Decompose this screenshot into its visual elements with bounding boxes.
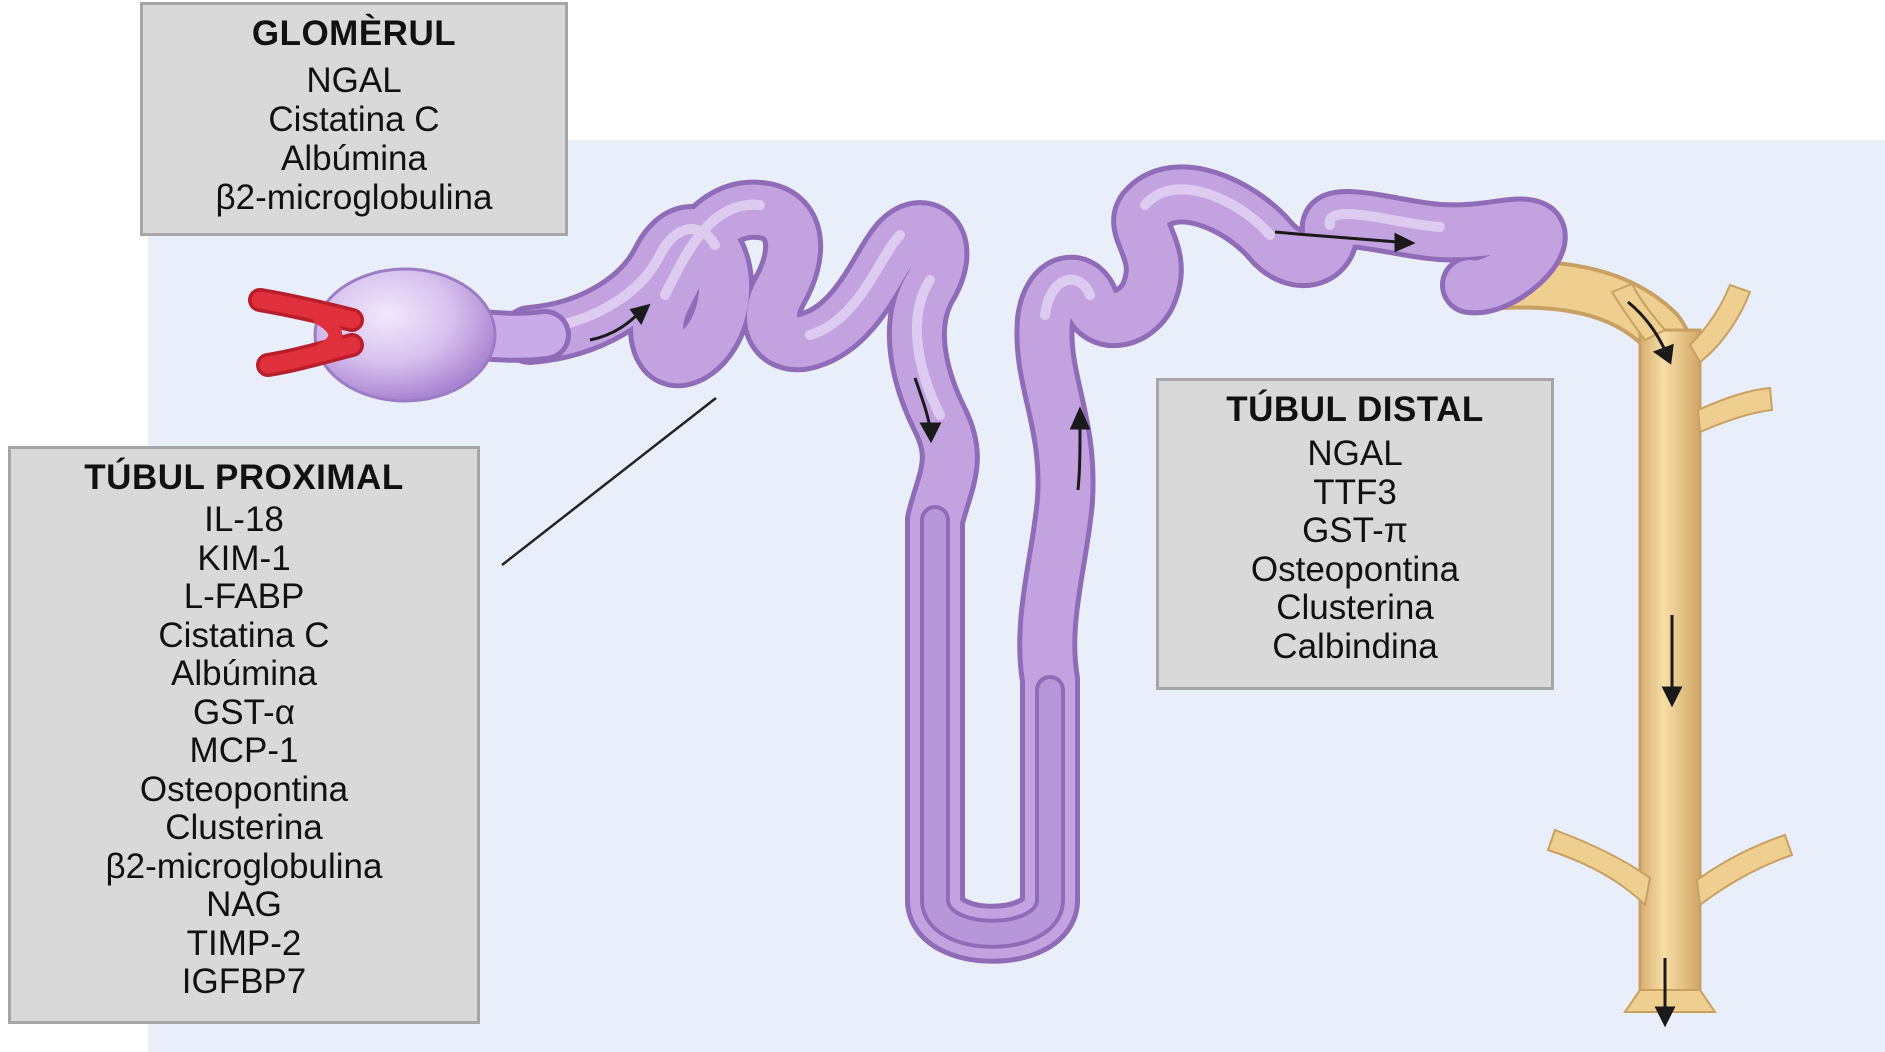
biomarker-item: β2-microglobulina — [143, 178, 565, 217]
biomarker-item: Osteopontina — [11, 771, 477, 810]
distal-biomarker-list: NGAL TTF3 GST-π Osteopontina Clusterina … — [1159, 435, 1551, 666]
biomarker-item: TIMP-2 — [11, 925, 477, 964]
biomarker-item: Clusterina — [11, 809, 477, 848]
biomarker-item: Cistatina C — [143, 100, 565, 139]
biomarker-item: NAG — [11, 886, 477, 925]
biomarker-item: IGFBP7 — [11, 963, 477, 1002]
biomarker-item: GST-π — [1159, 512, 1551, 551]
biomarker-item: Cistatina C — [11, 617, 477, 656]
duct-branch-bottom-left — [1548, 830, 1650, 905]
biomarker-item: TTF3 — [1159, 474, 1551, 513]
duct-branch-top-right — [1690, 285, 1750, 362]
proximal-tubule-label-box: TÚBUL PROXIMAL IL-18 KIM-1 L-FABP Cistat… — [8, 446, 480, 1024]
collecting-duct-main — [1640, 330, 1700, 1010]
biomarker-item: Calbindina — [1159, 628, 1551, 667]
biomarker-item: MCP-1 — [11, 732, 477, 771]
proximal-tubule-title: TÚBUL PROXIMAL — [11, 457, 477, 499]
glomerulus-biomarker-list: NGAL Cistatina C Albúmina β2-microglobul… — [143, 61, 565, 217]
biomarker-item: IL-18 — [11, 501, 477, 540]
biomarker-item: NGAL — [143, 61, 565, 100]
biomarker-item: β2-microglobulina — [11, 848, 477, 887]
glomerulus-title: GLOMÈRUL — [143, 13, 565, 55]
glomerulus-label-box: GLOMÈRUL NGAL Cistatina C Albúmina β2-mi… — [140, 2, 568, 236]
biomarker-item: L-FABP — [11, 578, 477, 617]
proximal-biomarker-list: IL-18 KIM-1 L-FABP Cistatina C Albúmina … — [11, 501, 477, 1002]
duct-branch-bottom-right — [1697, 835, 1792, 905]
biomarker-item: Albúmina — [143, 139, 565, 178]
biomarker-item: GST-α — [11, 694, 477, 733]
distal-tubule-title: TÚBUL DISTAL — [1159, 389, 1551, 431]
biomarker-item: NGAL — [1159, 435, 1551, 474]
biomarker-item: Albúmina — [11, 655, 477, 694]
distal-tubule-label-box: TÚBUL DISTAL NGAL TTF3 GST-π Osteopontin… — [1156, 378, 1554, 690]
biomarker-item: KIM-1 — [11, 540, 477, 579]
biomarker-item: Osteopontina — [1159, 551, 1551, 590]
proximal-pointer-line — [502, 398, 716, 565]
biomarker-item: Clusterina — [1159, 589, 1551, 628]
duct-branch-mid-right — [1698, 388, 1772, 432]
afferent-arteriole-icon — [260, 300, 352, 365]
